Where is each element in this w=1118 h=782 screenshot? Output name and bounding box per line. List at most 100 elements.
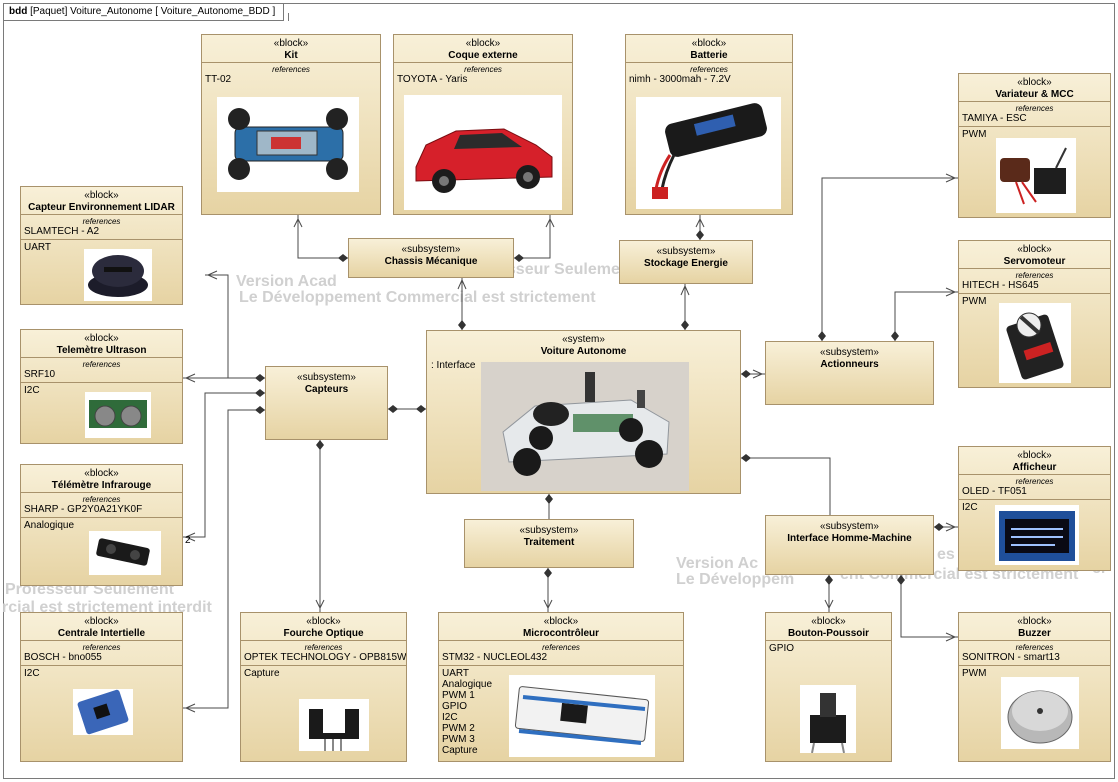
system-stereotype: «system» <box>562 334 605 345</box>
ref-value: OPTEK TECHNOLOGY - OPB815WZ <box>244 652 407 663</box>
block-stereotype: «block» <box>306 616 341 627</box>
watermark-6: Le Développem <box>676 571 795 588</box>
refs-label: references <box>1015 104 1054 113</box>
ref-value: HITECH - HS645 <box>962 280 1039 291</box>
imu-board-photo-icon <box>73 689 133 735</box>
subsystem-name: Stockage Energie <box>644 258 728 269</box>
block-stereotype: «block» <box>84 468 119 479</box>
refs-label: references <box>82 360 121 369</box>
block-name: Microcontrôleur <box>522 628 600 639</box>
subsystem-name: Traitement <box>523 537 575 548</box>
link-centrale-capteurs <box>183 409 265 709</box>
subsystem-name: Actionneurs <box>820 359 879 370</box>
block-stereotype: «block» <box>465 38 501 49</box>
link-variateur-actionneurs <box>821 177 958 341</box>
block-stereotype: «block» <box>84 616 119 627</box>
refs-label: references <box>542 643 580 652</box>
subsystem-stockage[interactable]: «subsystem»Stockage Energie <box>619 240 753 284</box>
block-name: Telemètre Ultrason <box>56 345 147 356</box>
ref-value: SRF10 <box>24 369 56 380</box>
port-list: Analogique <box>24 520 75 531</box>
block-stereotype: «block» <box>811 616 846 627</box>
system-voiture[interactable]: «system»Voiture Autonome : Interface <box>426 330 741 494</box>
ultrasonic-sensor-photo-icon <box>85 392 151 438</box>
subsystem-capteurs[interactable]: «subsystem»Capteurs <box>265 366 388 440</box>
refs-label: references <box>1015 477 1054 486</box>
subsystem-stereotype: «subsystem» <box>297 372 356 383</box>
subsystem-chassis[interactable]: «subsystem»Chassis Mécanique <box>348 238 514 278</box>
block-bouton[interactable]: «block»Bouton-Poussoir GPIO <box>765 612 892 762</box>
refs-label: references <box>82 495 121 504</box>
subsystem-stereotype: «subsystem» <box>820 521 879 532</box>
system-part: : Interface <box>431 360 476 371</box>
subsystem-actionneurs[interactable]: «subsystem»Actionneurs <box>765 341 934 405</box>
oled-display-photo-icon <box>995 505 1079 565</box>
block-lidar[interactable]: «block»Capteur Environnement LIDAR refer… <box>20 186 183 305</box>
link-servo-actionneurs <box>894 291 958 341</box>
ir-sensor-photo-icon <box>89 531 161 575</box>
watermark-10: rcial est strictement interdit <box>2 599 212 616</box>
push-button-photo-icon <box>800 685 856 753</box>
port-list: UART Analogique PWM 1 GPIO I2C PWM 2 PWM… <box>442 668 493 756</box>
subsystem-traitement[interactable]: «subsystem»Traitement <box>464 519 634 568</box>
subsystem-stereotype: «subsystem» <box>820 347 879 358</box>
block-name: Afficheur <box>1012 462 1057 473</box>
watermark-4: Version Ac <box>676 555 759 572</box>
frame-label: [Paquet] Voiture_Autonome [ Voiture_Auto… <box>30 6 276 17</box>
block-stereotype: «block» <box>1017 77 1052 88</box>
block-name: Bouton-Poussoir <box>787 628 870 639</box>
refs-label: references <box>272 65 310 74</box>
block-name: Centrale Intertielle <box>57 628 146 639</box>
block-name: Batterie <box>690 50 728 61</box>
ref-value: SONITRON - smart13 <box>962 652 1060 663</box>
subsystem-name: Interface Homme-Machine <box>787 533 912 544</box>
link-infrarouge-capteurs <box>183 392 265 538</box>
ref-value: TOYOTA - Yaris <box>397 74 468 85</box>
frame-kind: bdd <box>9 6 28 17</box>
refs-label: references <box>464 65 502 74</box>
watermark-1: Version Acad <box>236 273 337 290</box>
lidar-photo-icon <box>84 249 152 301</box>
port-list: GPIO <box>769 643 795 654</box>
port-list: I2C <box>24 668 40 679</box>
block-stereotype: «block» <box>691 38 727 49</box>
subsystem-ihm[interactable]: «subsystem»Interface Homme-Machine <box>765 515 934 575</box>
link-kit-chassis <box>297 215 348 259</box>
watermark-2: esseur Seulement <box>498 261 635 278</box>
watermark-3: Le Développement Commercial est strictem… <box>239 289 596 306</box>
ref-value: nimh - 3000mah - 7.2V <box>629 74 731 85</box>
block-stereotype: «block» <box>84 190 119 201</box>
refs-label: references <box>690 65 728 74</box>
watermark-5: es <box>937 546 955 563</box>
block-name: Variateur & MCC <box>995 89 1074 100</box>
block-name: Servomoteur <box>1003 256 1066 267</box>
ref-value: OLED - TF051 <box>962 486 1027 497</box>
ref-value: BOSCH - bno055 <box>24 652 102 663</box>
block-name: Kit <box>284 50 298 61</box>
ref-value: TT-02 <box>205 74 232 85</box>
servo-photo-icon <box>999 303 1071 383</box>
refs-label: references <box>1015 643 1054 652</box>
frame-tab: bdd [Paquet] Voiture_Autonome [ Voiture_… <box>4 4 290 21</box>
port-list: I2C <box>962 502 978 513</box>
refs-label: references <box>304 643 343 652</box>
rc-chassis-photo-icon <box>217 97 359 192</box>
port-list: PWM <box>962 668 987 679</box>
block-name: Télémètre Infrarouge <box>51 480 152 491</box>
ref-value: STM32 - NUCLEOL432 <box>442 652 548 663</box>
refs-label: references <box>82 643 121 652</box>
system-name: Voiture Autonome <box>540 346 627 357</box>
diagram-frame: bdd [Paquet] Voiture_Autonome [ Voiture_… <box>3 3 1115 779</box>
